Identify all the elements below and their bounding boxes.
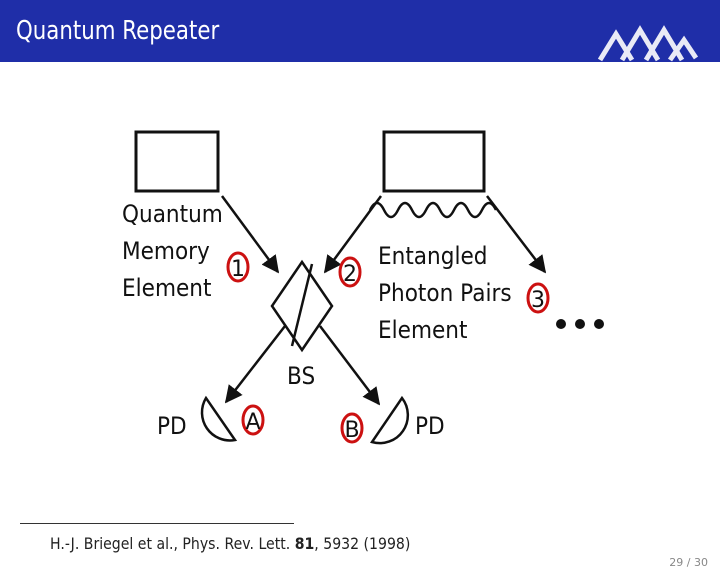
page-number: 29 / 30 [669, 556, 708, 569]
marker-2-circle [338, 256, 362, 288]
photodetector-right [369, 395, 410, 445]
photodetector-left [200, 395, 238, 442]
reference-citation: H.-J. Briegel et al., Phys. Rev. Lett. 8… [50, 534, 411, 553]
marker-b-circle [340, 412, 364, 444]
bs-label: BS [287, 362, 316, 390]
memory-label: Quantum Memory Element [122, 200, 223, 302]
entanglement-wave [368, 201, 498, 219]
arrow-source-right [486, 195, 547, 274]
arrow-source-to-bs [323, 195, 383, 274]
arrow-bs-to-pd-right [319, 325, 381, 406]
institution-logo-icon [598, 25, 698, 62]
ellipsis-dot [594, 319, 604, 329]
arrow-memory-to-bs [220, 195, 280, 274]
beam-splitter-divider [290, 263, 314, 347]
pd-right-label: PD [415, 412, 445, 440]
marker-2: 2 [343, 262, 357, 287]
ellipsis-dot [575, 319, 585, 329]
marker-a-circle [241, 404, 265, 436]
slide-title: Quantum Repeater [16, 16, 220, 46]
ellipsis-dot [556, 319, 566, 329]
marker-1: 1 [231, 257, 245, 282]
marker-a: A [245, 410, 260, 435]
marker-b: B [344, 418, 359, 443]
memory-box [134, 130, 220, 193]
beam-splitter [270, 259, 334, 353]
marker-3: 3 [531, 288, 545, 313]
marker-3-circle [526, 282, 550, 314]
footnote-divider [20, 523, 294, 524]
slide-header: Quantum Repeater [0, 0, 720, 62]
pd-left-label: PD [157, 412, 187, 440]
source-box [382, 130, 486, 193]
quantum-repeater-diagram: 1 2 3 A B [134, 130, 604, 445]
marker-1-circle [226, 251, 250, 283]
source-label: Entangled Photon Pairs Element [378, 242, 512, 344]
arrow-bs-to-pd-left [224, 325, 286, 404]
